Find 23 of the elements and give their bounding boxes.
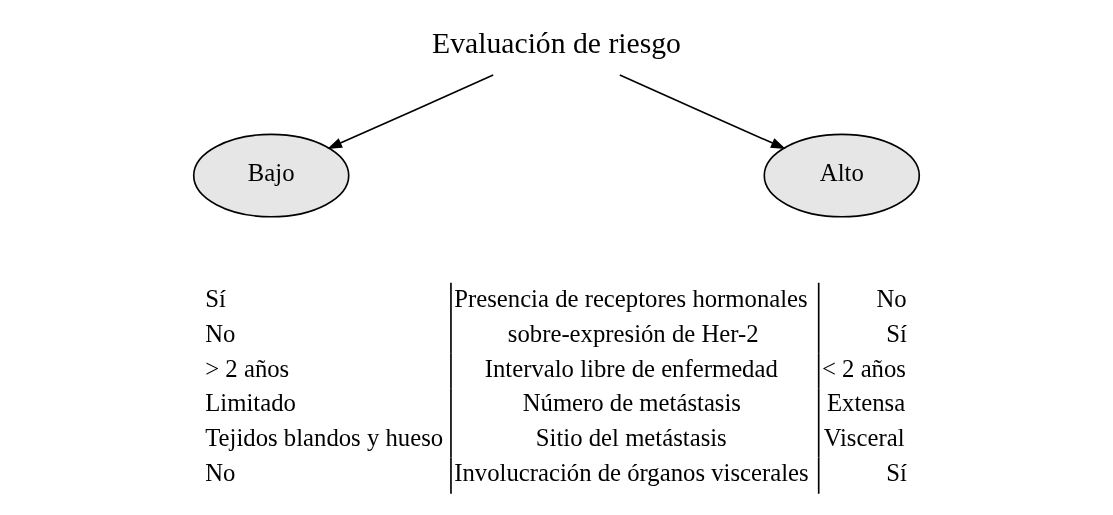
label: sobre-expresión de Her-2 (507, 319, 759, 347)
label: Sí (205, 284, 226, 312)
label: Sitio del metástasis (535, 423, 727, 451)
label: Sí (886, 319, 907, 347)
label: Sí (886, 458, 907, 486)
label: No (205, 458, 236, 486)
label: < 2 años (821, 354, 906, 382)
node-text: Evaluación de riesgo (432, 26, 681, 59)
arrow (327, 73, 494, 149)
label: Presencia de receptores hormonales (454, 284, 808, 312)
label: Visceral (823, 423, 905, 451)
label: Número de metástasis (522, 388, 741, 416)
node-ellipse: Bajo (192, 133, 350, 218)
arrow (619, 73, 786, 149)
label: No (876, 284, 907, 312)
label: Involucración de órganos viscerales (454, 458, 809, 486)
label: Limitado (205, 388, 296, 416)
label: No (205, 319, 236, 347)
label: > 2 años (205, 354, 290, 382)
label: Tejidos blandos y hueso (205, 423, 444, 451)
node-ellipse: Alto (763, 133, 921, 218)
label: Extensa (826, 388, 906, 416)
label: Intervalo libre de enfermedad (484, 354, 778, 382)
